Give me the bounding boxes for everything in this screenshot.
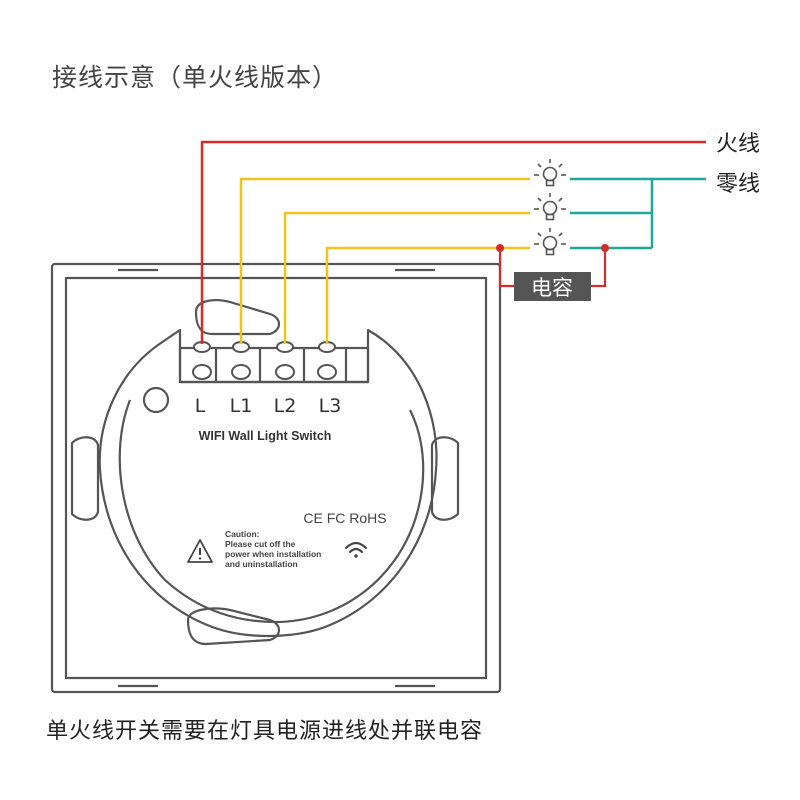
wifi-icon	[344, 541, 368, 558]
capacitor-box	[514, 272, 591, 301]
caution-line-3: power when installation	[225, 549, 321, 559]
terminal-screws	[192, 341, 337, 380]
capacitor-node-right	[601, 244, 609, 252]
switch-plate	[50, 262, 502, 694]
footer-note: 单火线开关需要在灯具电源进线处并联电容	[46, 719, 484, 744]
terminal-label-l1: L1	[230, 395, 253, 417]
bulb-icon	[534, 193, 566, 221]
product-name: WIFI Wall Light Switch	[199, 429, 332, 443]
load-wires	[239, 177, 530, 344]
caution-line-1: Caution:	[225, 529, 260, 539]
bulb-icon	[534, 228, 566, 256]
certification-marks: CE FC RoHS	[303, 510, 386, 526]
capacitor-branch	[498, 248, 607, 288]
bulb-icon	[534, 159, 566, 187]
capacitor-node-left	[496, 244, 504, 252]
diagram-title: 接线示意（单火线版本）	[52, 63, 339, 92]
terminal-label-l2: L2	[274, 395, 297, 417]
caution-line-2: Please cut off the	[225, 539, 296, 549]
terminal-label-l3: L3	[319, 395, 342, 417]
warning-triangle-icon	[187, 539, 213, 563]
terminal-label-l: L	[195, 395, 206, 417]
capacitor-label: 电容	[531, 276, 573, 300]
neutral-wire-label: 零线	[716, 172, 760, 197]
switch-body	[70, 299, 460, 646]
neutral-wires	[570, 177, 706, 250]
caution-line-4: and uninstallation	[225, 559, 298, 569]
live-wire-label: 火线	[716, 132, 760, 157]
live-wire	[200, 140, 706, 344]
